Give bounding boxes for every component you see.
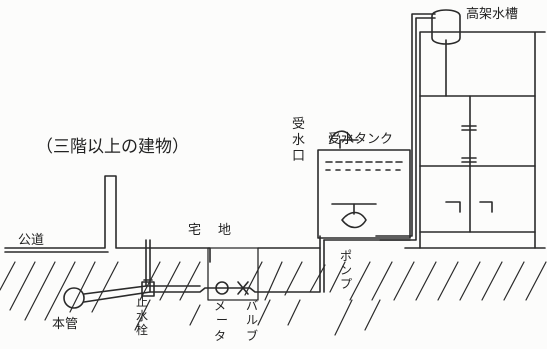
public-road-label: 公道	[18, 233, 44, 248]
valve-label-2: ル	[246, 313, 258, 327]
ground-line	[4, 175, 211, 263]
elevated-tank-label: 高架水槽	[466, 6, 518, 22]
lot-label-1: 宅	[188, 223, 201, 238]
stop-valve-label-2: 水	[136, 309, 148, 323]
lot-label-2: 地	[218, 223, 231, 238]
pump-label-2: ン	[340, 263, 352, 277]
inlet-label-3: 口	[292, 149, 305, 164]
stop-valve-label-1: 止	[136, 295, 148, 309]
inlet-label-1: 受	[292, 117, 305, 132]
building-outline	[419, 31, 546, 249]
main-pipe-label: 本管	[52, 317, 78, 332]
pump-label-3: プ	[340, 277, 352, 291]
tap-floor-3	[445, 201, 493, 213]
building-caption: （三階以上の建物）	[36, 137, 189, 157]
ground-hatching	[0, 261, 547, 336]
tap-floor-2	[461, 157, 477, 163]
riser-pipe	[375, 13, 436, 237]
stop-valve-label-3: 栓	[136, 322, 148, 337]
pump-label-1: ポ	[340, 249, 352, 263]
tap-floor-1	[461, 125, 477, 131]
meter-pit	[207, 247, 259, 301]
inlet-label-2: 水	[292, 133, 305, 148]
meter-label-1: メ	[214, 299, 226, 313]
stop-valve-body	[141, 281, 155, 297]
meter-label-2: ー	[216, 313, 228, 327]
main-pipe-circle	[63, 287, 85, 309]
valve-label-1: バ	[246, 299, 258, 313]
pump-symbol	[341, 211, 367, 229]
receiving-tank	[317, 149, 411, 239]
valve-label-3: ブ	[246, 328, 258, 343]
meter-body	[215, 281, 229, 295]
valve-body	[237, 281, 249, 295]
receiving-tank-label: 受水タンク	[328, 132, 393, 147]
meter-label-3: タ	[214, 329, 226, 343]
elevated-tank	[431, 9, 461, 45]
